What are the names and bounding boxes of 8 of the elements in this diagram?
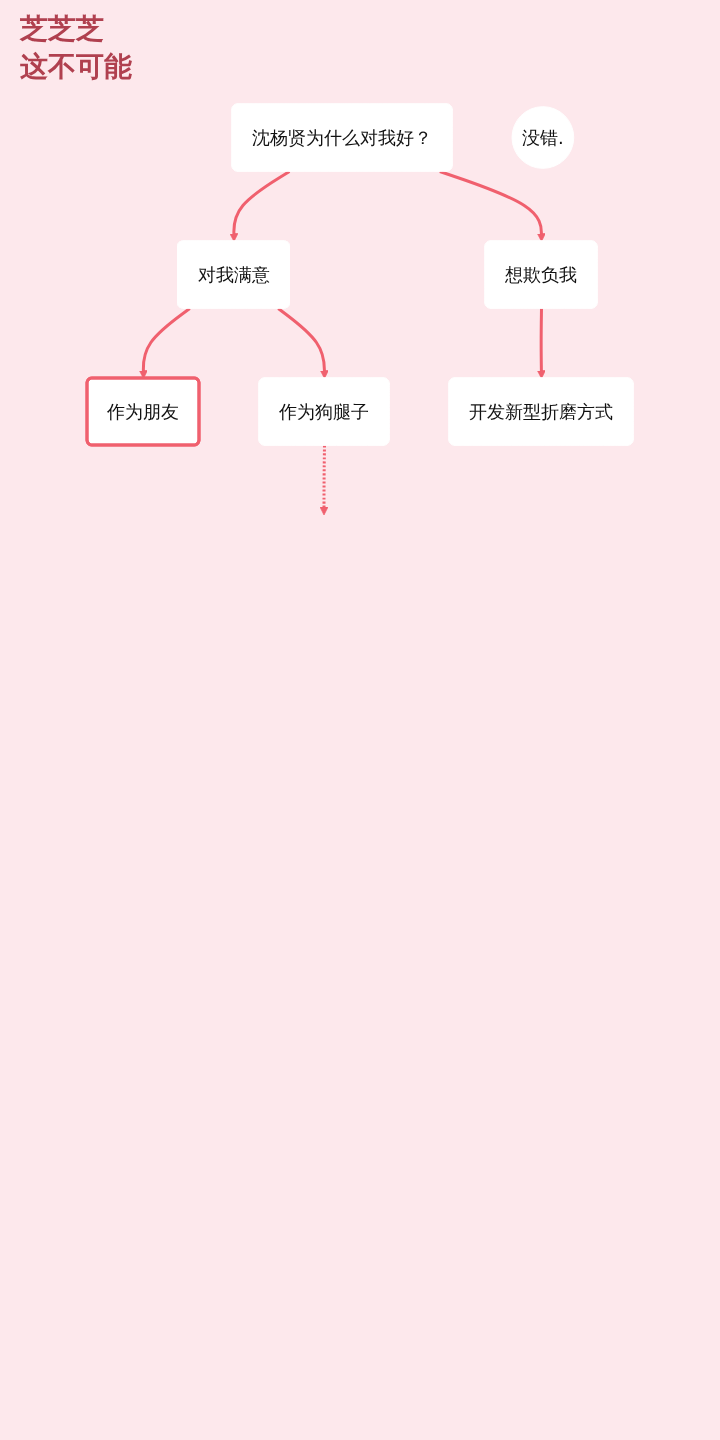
sound-effect-text: 这不可能 xyxy=(20,49,133,85)
sound-effect-text: 芝芝芝 xyxy=(20,11,105,47)
arrow xyxy=(277,307,329,379)
arrow xyxy=(139,307,191,379)
arrow xyxy=(439,170,546,242)
arrow xyxy=(537,308,546,379)
arrow xyxy=(229,170,291,242)
arrow xyxy=(319,445,329,516)
